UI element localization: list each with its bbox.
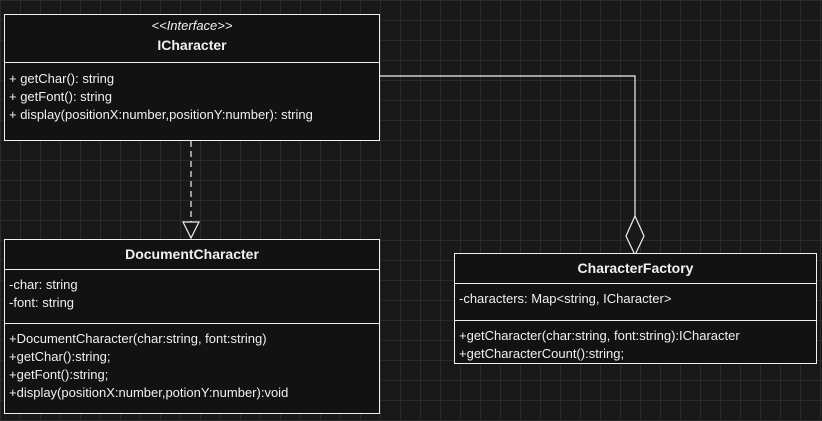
method-row: + display(positionX:number,positionY:num… [9, 107, 313, 122]
method-row: +getCharacter(char:string, font:string):… [459, 328, 740, 343]
class-icharacter-header: <<Interface>> ICharacter [5, 15, 379, 63]
attributes-section: -characters: Map<string, ICharacter> [455, 284, 816, 320]
method-row: +getChar():string; [9, 349, 111, 364]
class-character-factory[interactable]: CharacterFactory -characters: Map<string… [454, 253, 817, 364]
attribute-row: -char: string [9, 277, 78, 292]
class-name: CharacterFactory [577, 260, 694, 276]
method-row: +DocumentCharacter(char:string, font:str… [9, 331, 267, 346]
aggregation-diamond-icon [625, 214, 645, 257]
method-row: + getChar(): string [9, 71, 115, 86]
class-character-factory-header: CharacterFactory [455, 254, 816, 284]
class-name: DocumentCharacter [125, 246, 259, 262]
stereotype-label: <<Interface>> [151, 18, 233, 33]
methods-section: + getChar(): string + getFont(): string … [5, 63, 379, 128]
realization-arrowhead-icon [182, 221, 200, 240]
class-document-character[interactable]: DocumentCharacter -char: string -font: s… [4, 239, 380, 414]
method-row: + getFont(): string [9, 89, 112, 104]
method-row: +getCharacterCount():string; [459, 346, 625, 361]
method-row: +getFont():string; [9, 367, 109, 382]
aggregation-line [380, 75, 636, 216]
method-row: +display(positionX:number,potionY:number… [9, 385, 289, 400]
methods-section: +getCharacter(char:string, font:string):… [455, 320, 816, 367]
class-icharacter[interactable]: <<Interface>> ICharacter + getChar(): st… [4, 14, 380, 141]
methods-section: +DocumentCharacter(char:string, font:str… [5, 323, 379, 406]
attribute-row: -font: string [9, 295, 75, 310]
class-document-character-header: DocumentCharacter [5, 240, 379, 270]
attributes-section: -char: string -font: string [5, 270, 379, 323]
attribute-row: -characters: Map<string, ICharacter> [459, 291, 672, 306]
class-name: ICharacter [157, 37, 227, 53]
